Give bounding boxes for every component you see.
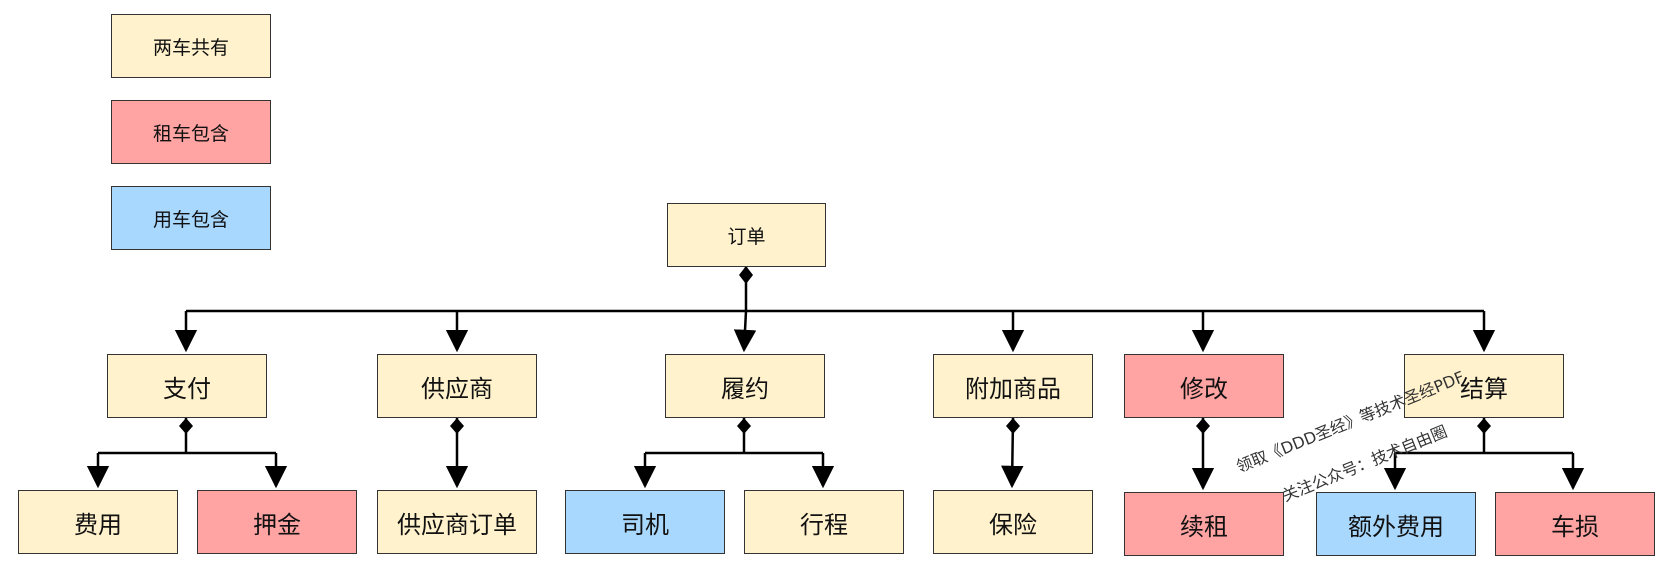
node-damage: 车损: [1495, 492, 1655, 556]
node-extra-fee: 额外费用: [1316, 492, 1476, 556]
node-supplier-order: 供应商订单: [377, 490, 537, 554]
node-fee: 费用: [18, 490, 178, 554]
node-order: 订单: [667, 203, 826, 267]
node-driver: 司机: [565, 490, 725, 554]
legend-shared: 两车共有: [111, 14, 271, 78]
node-addon: 附加商品: [933, 354, 1093, 418]
node-payment: 支付: [107, 354, 267, 418]
legend-usage: 用车包含: [111, 186, 271, 250]
node-modify: 修改: [1124, 354, 1284, 418]
node-trip: 行程: [744, 490, 904, 554]
node-renewal: 续租: [1124, 492, 1284, 556]
node-deposit: 押金: [197, 490, 357, 554]
node-settlement: 结算: [1404, 354, 1564, 418]
legend-rental: 租车包含: [111, 100, 271, 164]
node-fulfillment: 履约: [665, 354, 825, 418]
node-supplier: 供应商: [377, 354, 537, 418]
node-insurance: 保险: [933, 490, 1093, 554]
